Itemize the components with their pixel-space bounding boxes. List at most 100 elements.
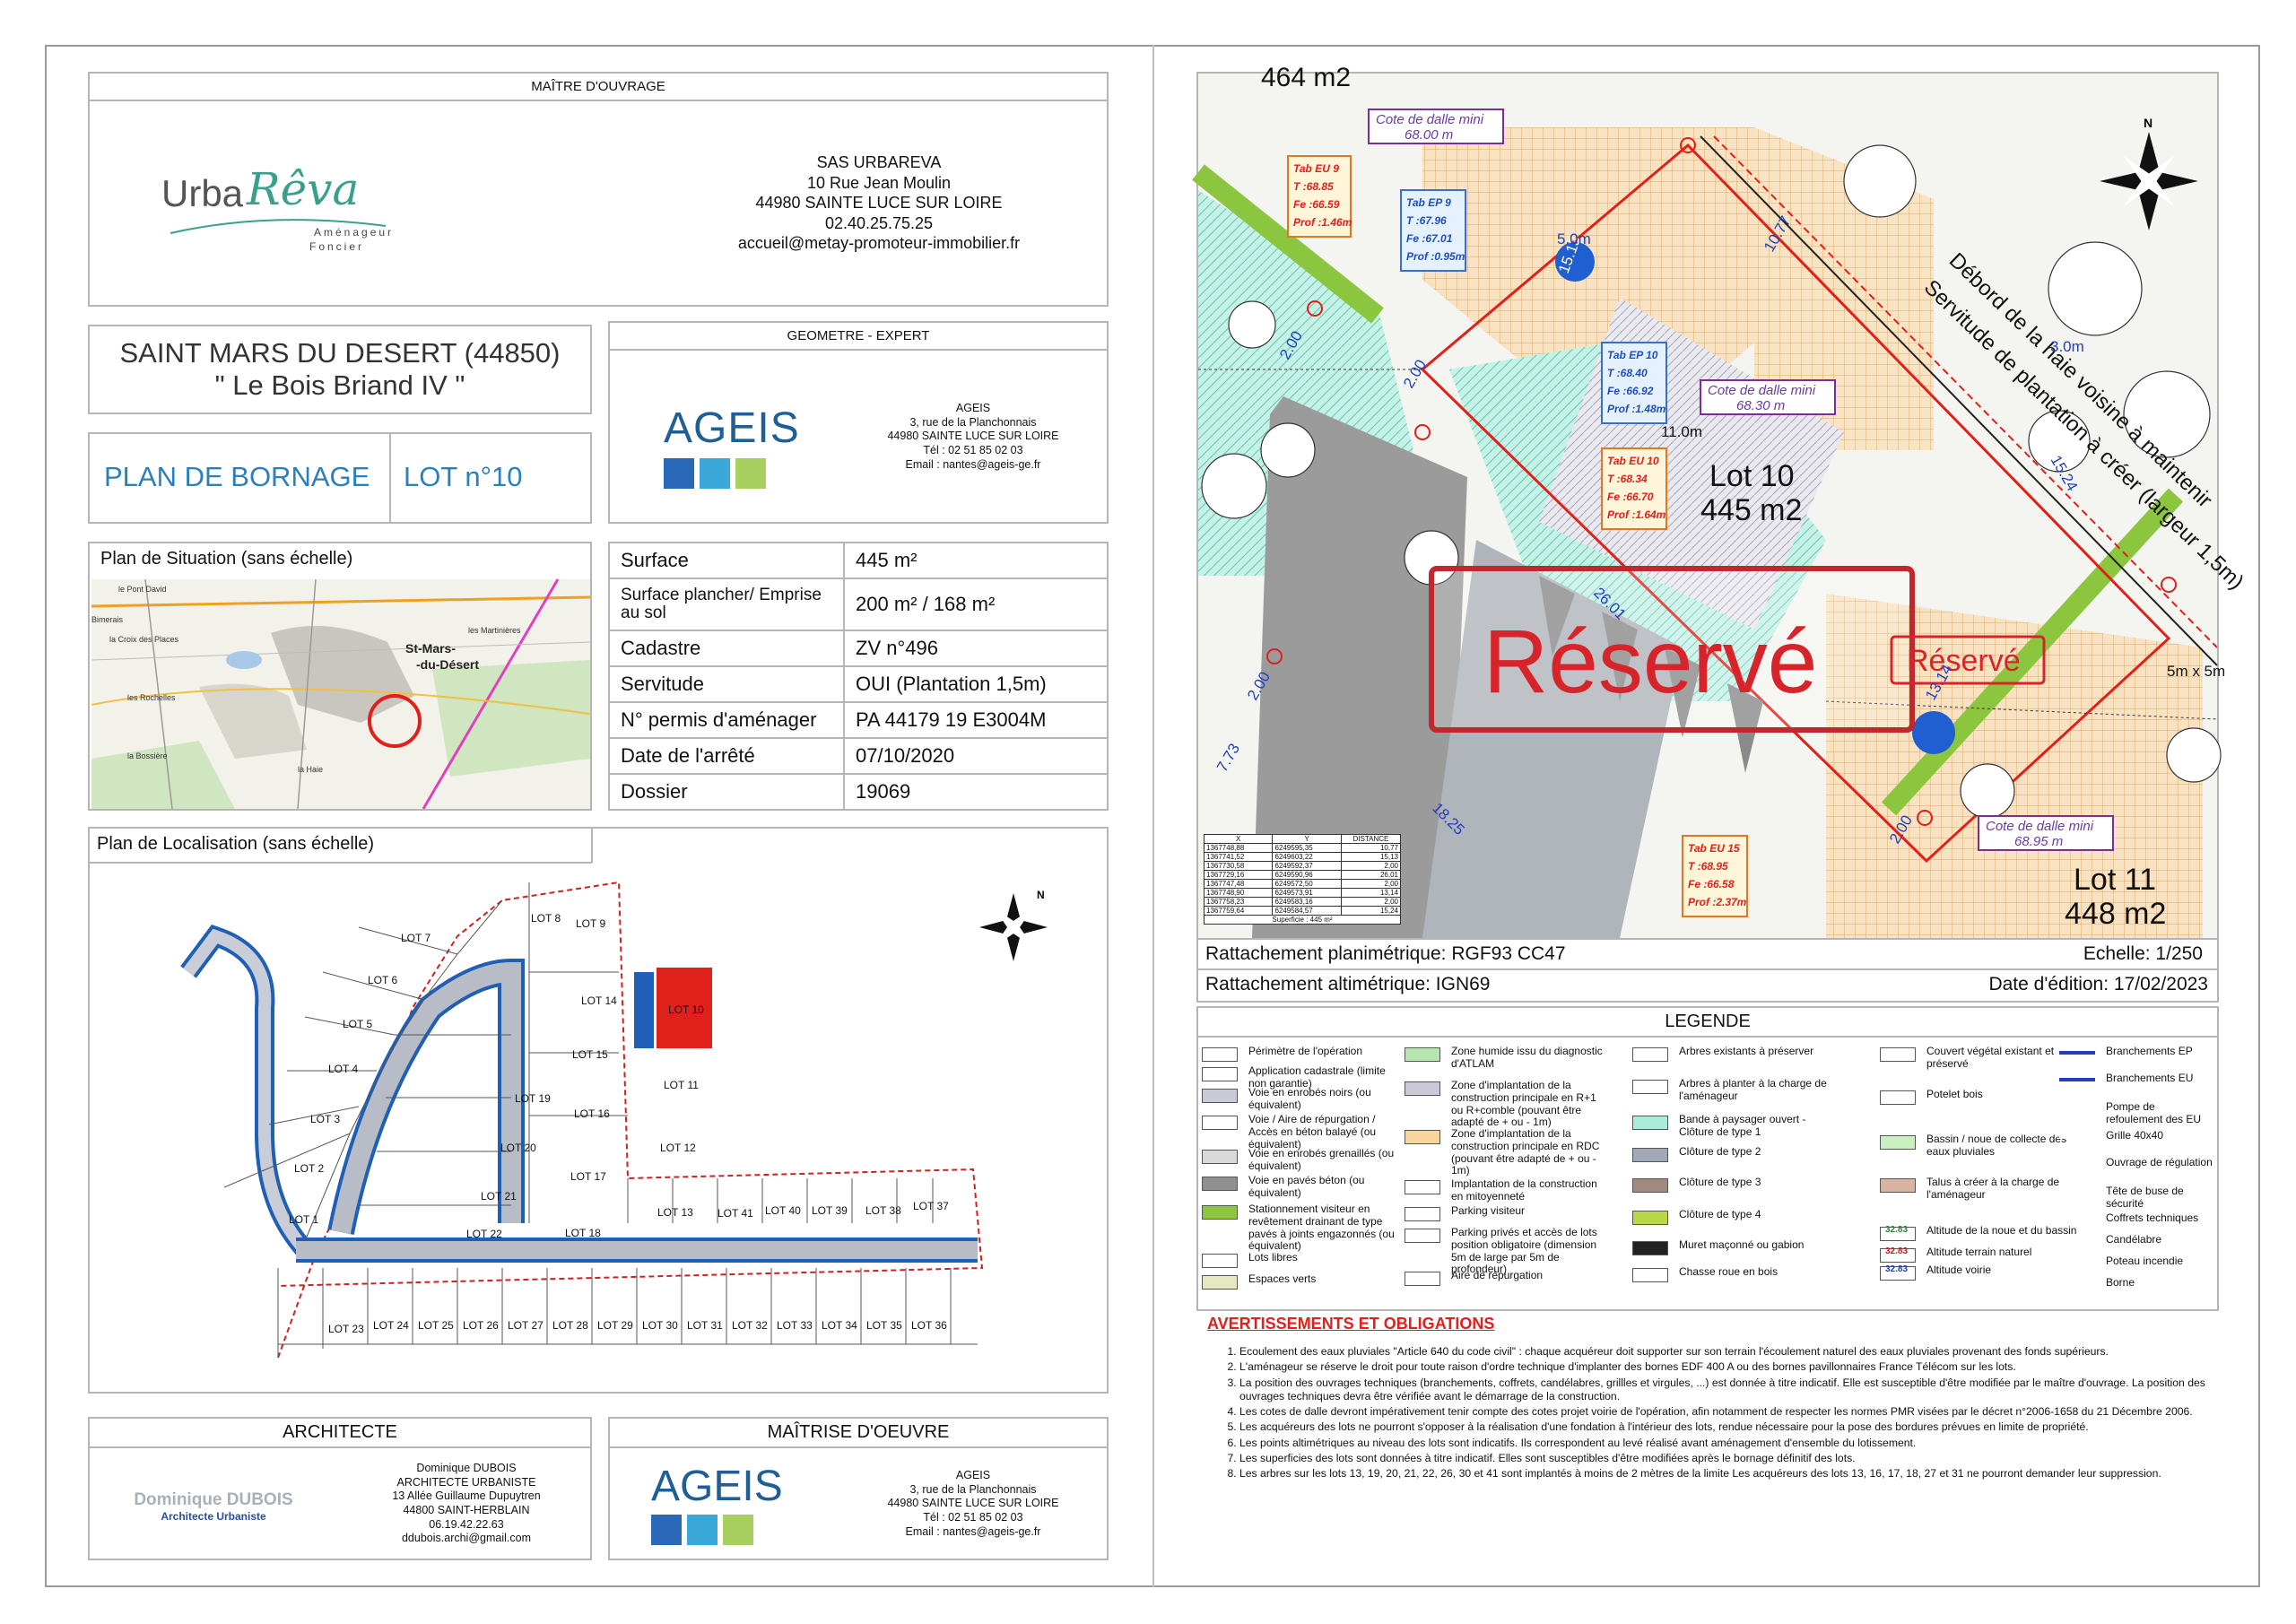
- coords-cell: 6249603,22: [1272, 852, 1342, 862]
- tab-line: Tab EU 15: [1688, 842, 1740, 855]
- legend-label: Zone humide issu du diagnostic d'ATLAM: [1451, 1045, 1603, 1070]
- list-item: L'aménageur se réserve le droit pour tou…: [1239, 1360, 2208, 1374]
- legend-swatch: [2059, 1218, 2095, 1221]
- legend-label: Candélabre: [2106, 1233, 2162, 1246]
- legend-swatch: [1632, 1211, 1668, 1225]
- legend-label: Parking visiteur: [1451, 1204, 1526, 1217]
- coords-cell: 6249592,37: [1272, 861, 1342, 871]
- lot10-label: Lot 10: [1709, 459, 1795, 493]
- cote-dalle-3: Cote de dalle mini 68.95 m: [1978, 815, 2114, 851]
- place-label: les Rochelles: [127, 693, 176, 702]
- tab-line: Fe :66.58: [1688, 878, 1735, 890]
- lot-label: LOT 23: [328, 1323, 364, 1335]
- place-label: les Martinières: [468, 626, 521, 635]
- legend-swatch: [2059, 1191, 2095, 1194]
- legend-label: Voie en pavés béton (ou équivalent): [1248, 1174, 1365, 1199]
- coords-header: X: [1203, 834, 1274, 844]
- geometre-address: AGEIS 3, rue de la Planchonnais 44980 SA…: [852, 402, 1094, 472]
- legend-swatch: [2059, 1051, 2095, 1055]
- ageis-logo: AGEIS: [664, 404, 799, 493]
- lot-label: LOT 12: [660, 1142, 696, 1154]
- reserve-stamp-text: Réservé: [1483, 612, 1817, 712]
- rattachement-box: Rattachement planimétrique: RGF93 CC47 E…: [1196, 940, 2219, 1003]
- coords-cell: 1367729,16: [1203, 870, 1274, 880]
- localisation-map-svg: N LOT 1 LOT 2 LOT 3 LOT 4 LOT 5 LOT 6 LO…: [90, 829, 1048, 1359]
- ep-connection-icon: [1555, 242, 1595, 282]
- cote-dalle-1: Cote de dalle mini 68.00 m: [1368, 109, 1504, 144]
- tab-line: Prof :0.95m: [1406, 250, 1465, 263]
- info-value: ZV n°496: [843, 629, 1109, 667]
- dubois-logo-sub: Architecte Urbaniste: [161, 1510, 266, 1523]
- legend-swatch: [1880, 1090, 1916, 1105]
- legend-label: Zone d'implantation de la construction p…: [1451, 1127, 1600, 1177]
- ep-connection-icon: [1912, 711, 1955, 754]
- legend-swatch: [2059, 1078, 2095, 1081]
- list-item: Ecoulement des eaux pluviales "Article 6…: [1239, 1345, 2208, 1359]
- geo-email[interactable]: Email : nantes@ageis-ge.fr: [905, 457, 1041, 471]
- coords-cell: 26,01: [1340, 870, 1402, 880]
- moe-email[interactable]: Email : nantes@ageis-ge.fr: [905, 1524, 1041, 1538]
- info-value: 445 m²: [843, 541, 1109, 580]
- coords-header: Y: [1272, 834, 1342, 844]
- legend-label: Arbres existants à préserver: [1679, 1045, 1814, 1057]
- legend-label: Altitude de la noue et du bassin: [1926, 1224, 2077, 1237]
- arch-email[interactable]: ddubois.archi@gmail.com: [401, 1532, 531, 1545]
- moe-line: 44980 SAINTE LUCE SUR LOIRE: [887, 1497, 1059, 1510]
- legend-swatch: [1405, 1130, 1440, 1144]
- ageis-cubes-icon: [664, 458, 798, 489]
- situation-title: Plan de Situation (sans échelle): [100, 549, 353, 569]
- lot-label: LOT 34: [822, 1319, 857, 1332]
- legend-swatch: [1405, 1207, 1440, 1221]
- reserve-stamp-box: [1429, 566, 1915, 733]
- legend-swatch: [1202, 1047, 1238, 1062]
- legend-swatch: [1632, 1116, 1668, 1130]
- legend-label: Chasse roue en bois: [1679, 1265, 1779, 1278]
- cote-title: Cote de dalle mini: [1986, 819, 2094, 834]
- lot-label: LOT 32: [732, 1319, 768, 1332]
- plan-title: PLAN DE BORNAGE: [104, 461, 370, 492]
- tab-eu9: Tab EU 9 T :68.85 Fe :66.59 Prof :1.46m: [1287, 155, 1352, 238]
- lot-label: LOT 1: [289, 1213, 318, 1226]
- info-label: N° permis d'aménager: [608, 700, 845, 739]
- info-label: Dossier: [608, 772, 845, 812]
- dim-label: 3.0m: [2050, 338, 2084, 355]
- legend-swatch: [1202, 1205, 1238, 1220]
- legend-label: Parking privés et accès de lots position…: [1451, 1226, 1597, 1276]
- lot-label: LOT 38: [865, 1204, 901, 1217]
- lot10-highlight: [657, 968, 712, 1048]
- coords-cell: 1367748,88: [1203, 843, 1274, 853]
- mo-email-link[interactable]: accueil@metay-promoteur-immobilier.fr: [737, 234, 1021, 252]
- lot10-area: 445 m2: [1700, 493, 1802, 527]
- legend-label: Implantation de la construction en mitoy…: [1451, 1177, 1597, 1203]
- legend-swatch: [1880, 1248, 1916, 1263]
- arch-line: 13 Allée Guillaume Dupuytren: [392, 1489, 541, 1503]
- coords-cell: 6249595,35: [1272, 843, 1342, 853]
- legend-label: Branchements EU: [2106, 1072, 2194, 1084]
- tab-line: Tab EP 10: [1607, 349, 1658, 361]
- lot-label: LOT 20: [500, 1142, 536, 1154]
- legend-swatch: [1632, 1268, 1668, 1282]
- urbareva-logo-sub2: Foncier: [309, 240, 365, 253]
- legend-swatch: [1405, 1081, 1440, 1096]
- urbareva-swoosh-icon: [170, 219, 387, 234]
- lot-label: LOT 31: [687, 1319, 723, 1332]
- arch-line: 44800 SAINT-HERBLAIN: [403, 1503, 530, 1516]
- legend-swatch: [1405, 1047, 1440, 1062]
- lot-label: LOT 2: [294, 1162, 324, 1175]
- place-label: la Haie: [298, 765, 323, 774]
- legend-label: Borne: [2106, 1276, 2135, 1289]
- list-item: Les superficies des lots sont données à …: [1239, 1452, 2208, 1465]
- lot-label: LOT 24: [373, 1319, 409, 1332]
- legend-label: Aire de répurgation: [1451, 1269, 1544, 1281]
- legend-label: Potelet bois: [1926, 1088, 1983, 1100]
- info-label: Servitude: [608, 664, 845, 703]
- info-label: Surface plancher/ Emprise au sol: [608, 578, 845, 631]
- architecte-box: ARCHITECTE Dominique DUBOIS Architecte U…: [88, 1417, 592, 1560]
- maitre-ouvrage-box: MAÎTRE D'OUVRAGE Urba Rêva Aménageur Fon…: [88, 72, 1109, 307]
- list-item: Les acquéreurs des lots ne pourront s'op…: [1239, 1420, 2208, 1434]
- lot-label: LOT 28: [552, 1319, 588, 1332]
- tab-line: T :68.40: [1607, 367, 1648, 379]
- info-label: Date de l'arrêté: [608, 736, 845, 775]
- tab-line: Fe :67.01: [1406, 232, 1453, 245]
